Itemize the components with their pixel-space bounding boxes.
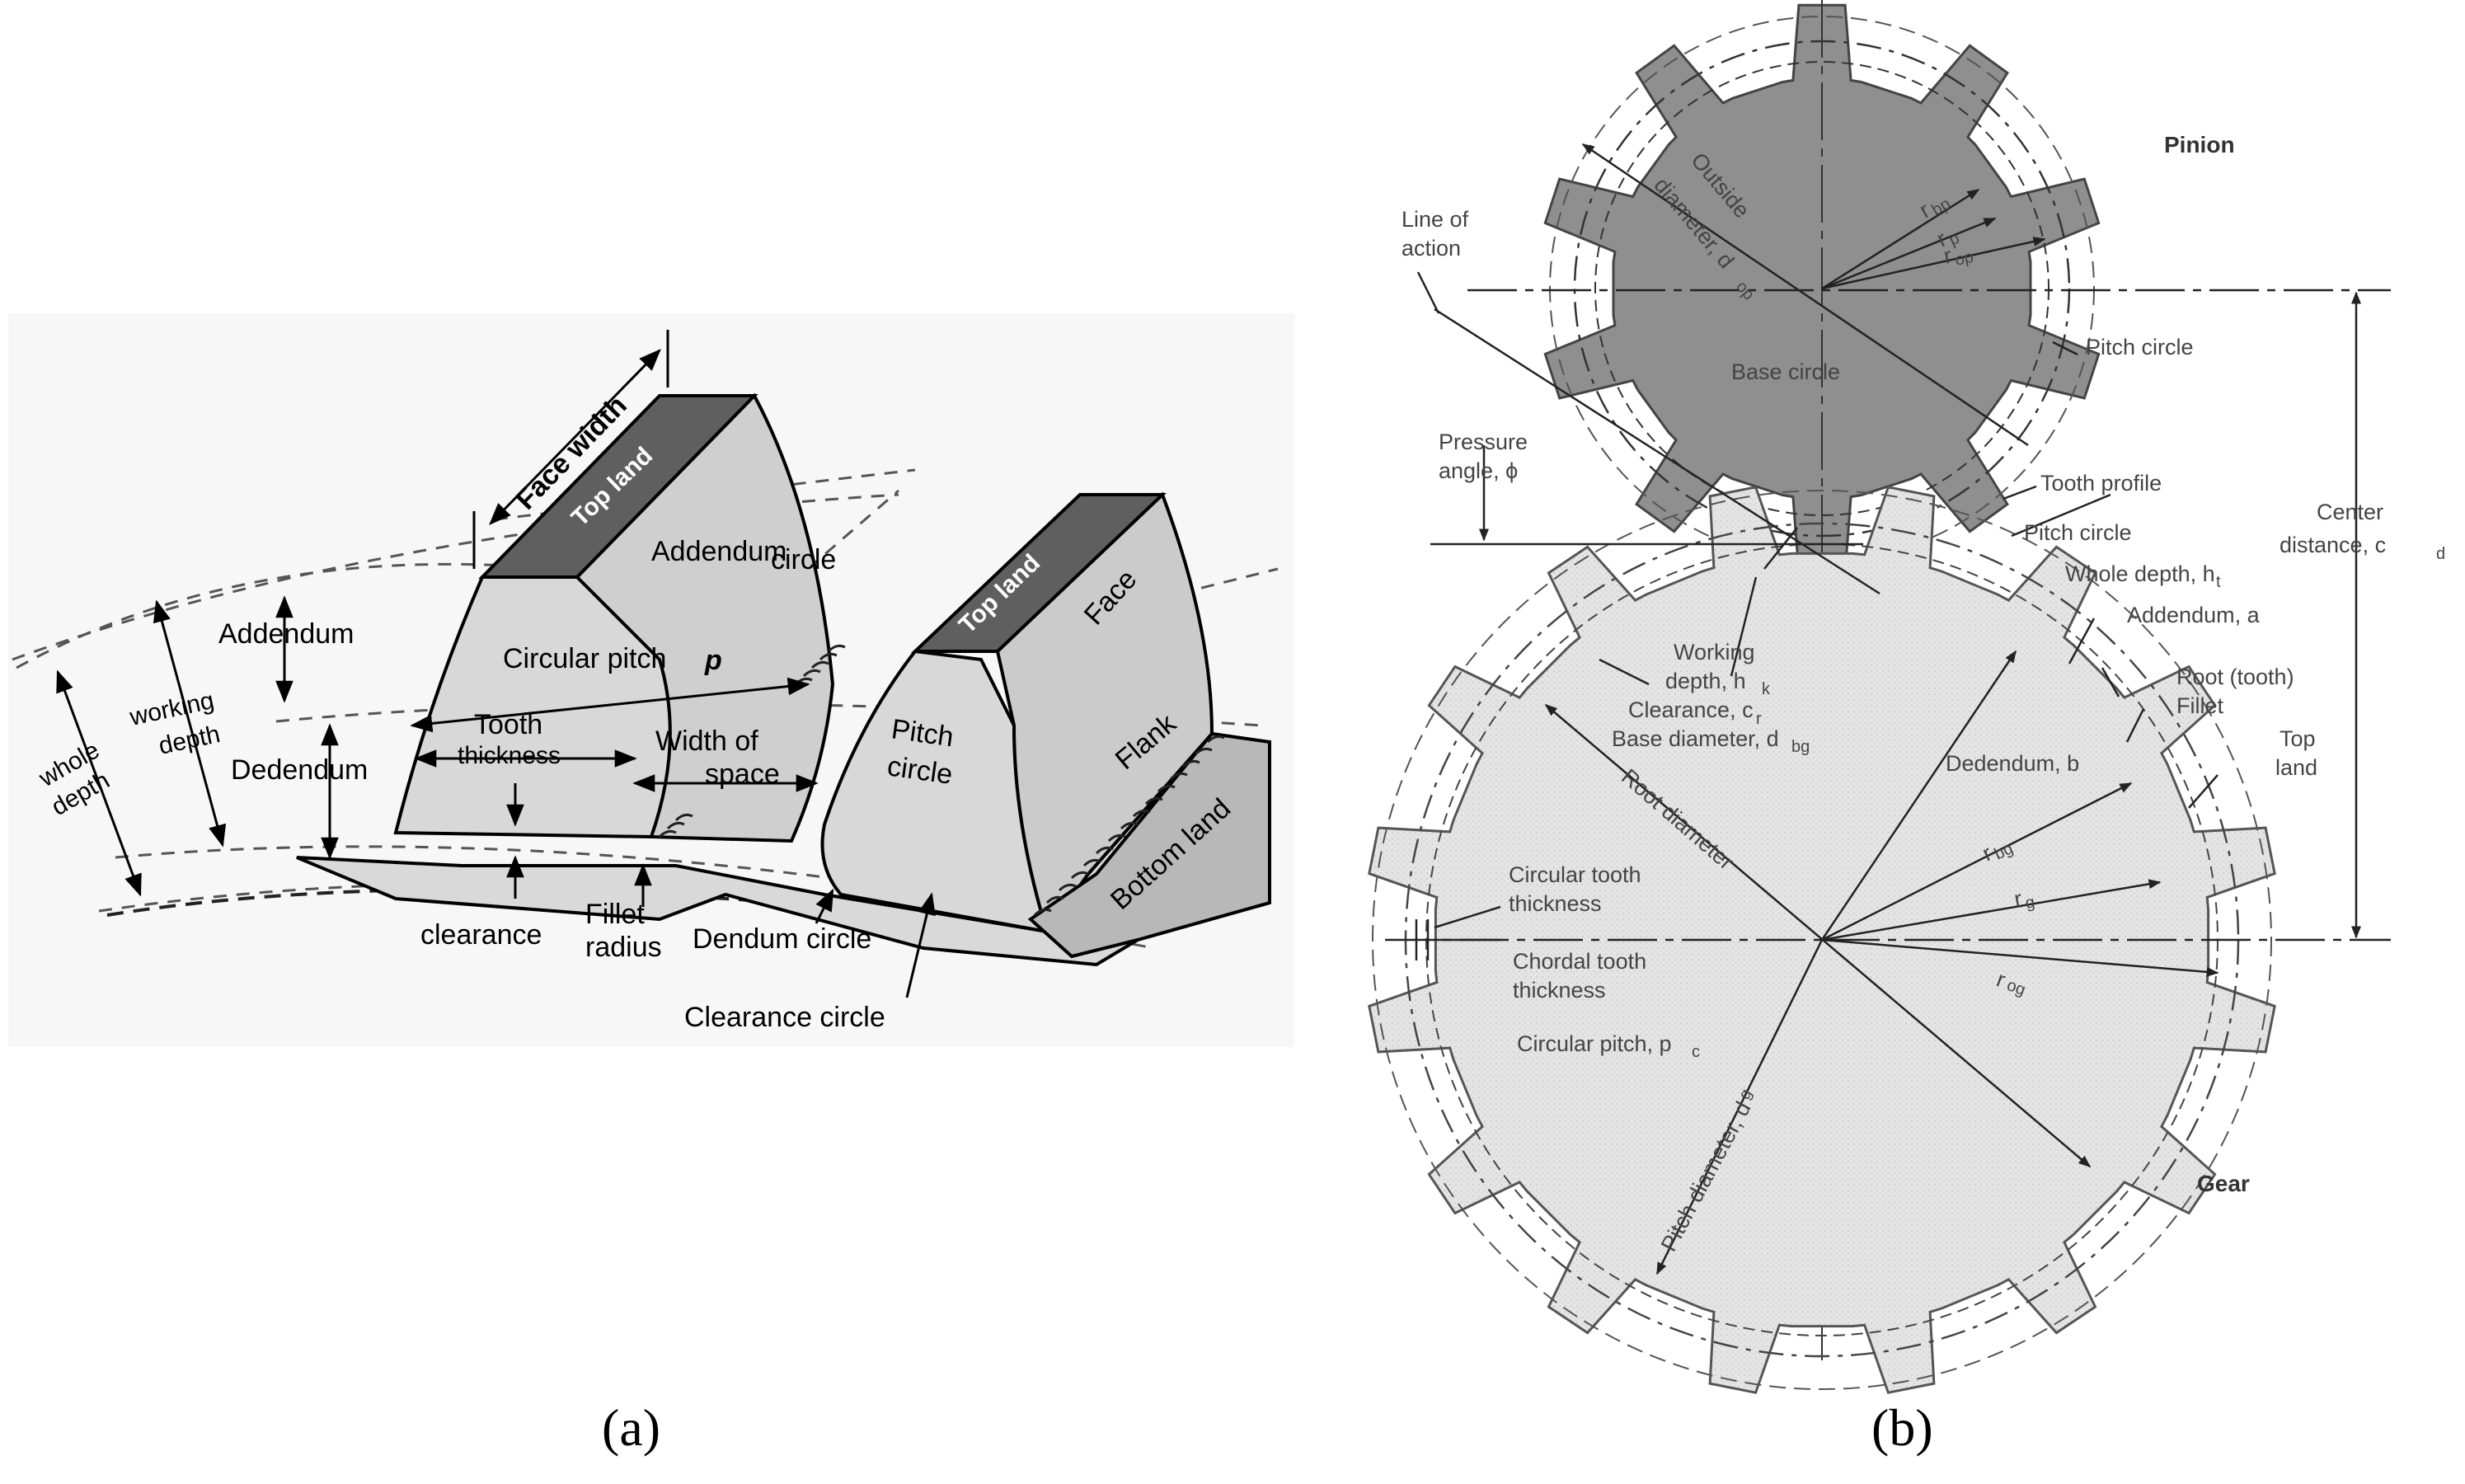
dedendum-circle-line: [115, 845, 1155, 933]
radius-rbp: [1821, 188, 1980, 290]
pitch-diameter-dim: [1655, 939, 1824, 1275]
label-addendum: Addendum, a: [2127, 603, 2261, 627]
label-circ-pitch: Circular pitch, p: [1517, 1031, 1672, 1056]
label-tooth-1: Tooth: [474, 709, 542, 740]
face-width-dim: [489, 349, 661, 525]
label-whole-depth: Whole depth, h: [2065, 561, 2215, 586]
label-circular-pitch: Circular pitch: [503, 643, 666, 674]
label-pitch-circle-1: Pitch circle: [2086, 335, 2194, 359]
label-chordal-2: thickness: [1513, 978, 1606, 1003]
label-rop-sub: op: [1953, 248, 1974, 270]
label-addendum: Addendum: [218, 618, 354, 650]
panel-a-caption: (a): [602, 1398, 661, 1457]
label-addendum-circle-1: Addendum: [651, 536, 786, 567]
whole-depth-dim: [56, 669, 142, 897]
label-circ-tooth-2: thickness: [1509, 891, 1602, 916]
tooth-2-top-land: [910, 493, 1167, 653]
face-dashed-line: [1178, 567, 1279, 595]
panel-b-dimension-lines: [1385, 143, 2391, 1275]
label-base-diam: Base diameter, d: [1612, 726, 1779, 751]
radius-rop: [1821, 237, 2046, 290]
label-pinion: Pinion: [2164, 132, 2235, 157]
label-center-1: Center: [2317, 500, 2383, 524]
label-clearance: clearance: [420, 919, 542, 951]
label-pressure-1: Pressure: [1439, 430, 1528, 454]
label-clearance: Clearance, c: [1628, 697, 1754, 722]
fillet-hatch-marks: [658, 644, 1225, 917]
label-top-1: Top: [2280, 726, 2316, 751]
flank-bottom-land-region: [1027, 731, 1271, 959]
label-tooth-2: thickness: [458, 742, 561, 769]
radius-rp: [1821, 217, 1997, 290]
panel-b-gear-mesh-diagram: Pinion Gear Line of action Outside diame…: [1368, 0, 2445, 1394]
label-whole-depth-sub: t: [2216, 573, 2221, 591]
label-working-sub: k: [1762, 680, 1771, 698]
dimension-lines: [56, 330, 936, 998]
label-working-2: depth, h: [1665, 669, 1746, 693]
label-width-1: Width of: [655, 726, 758, 757]
label-chordal-1: Chordal tooth: [1513, 949, 1646, 974]
label-fillet-1: Fillet: [585, 899, 645, 930]
label-clearance-circle: Clearance circle: [684, 1002, 885, 1033]
label-fillet-2: radius: [585, 932, 662, 963]
line-of-action: [1434, 308, 1880, 595]
panel-b-caption: (b): [1871, 1398, 1933, 1457]
label-width-2: space: [705, 758, 780, 790]
panel-a-gear-tooth-diagram: Face width Top land Addendum circle Top …: [8, 313, 1294, 1047]
label-root-2: Fillet: [2176, 693, 2224, 718]
circular-pitch-dim: [410, 677, 810, 733]
label-top-2: land: [2275, 755, 2317, 780]
label-pressure-2: angle, ϕ: [1439, 458, 1518, 483]
label-clearance-sub: r: [1756, 710, 1762, 728]
label-center-2: distance, c: [2280, 533, 2386, 557]
label-circ-tooth-1: Circular tooth: [1509, 862, 1641, 887]
label-dendum-circle: Dendum circle: [693, 923, 871, 955]
label-gear: Gear: [2197, 1171, 2250, 1196]
upper-dashed-line: [807, 489, 899, 571]
label-tooth-profile: Tooth profile: [2040, 471, 2162, 495]
label-line-of-action-2: action: [1402, 236, 1461, 261]
gear-outside-circle: [1372, 490, 2272, 1390]
label-circ-pitch-sub: c: [1692, 1043, 1700, 1061]
label-dedendum: Dedendum, b: [1946, 751, 2079, 776]
working-depth-dim: [153, 599, 227, 848]
line-of-action-pointer: [1416, 271, 1440, 314]
label-working-1: Working: [1674, 640, 1755, 665]
label-base-circle: Base circle: [1731, 359, 1840, 384]
label-rg-sub: g: [2024, 893, 2036, 913]
label-root-1: Root (tooth): [2176, 665, 2294, 689]
label-line-of-action-1: Line of: [1402, 207, 1469, 232]
label-circular-pitch-p: p: [704, 645, 722, 676]
label-addendum-circle-2: circle: [771, 544, 836, 575]
label-base-diam-sub: bg: [1791, 738, 1810, 756]
pinion-outside-diam: [1581, 143, 2029, 447]
label-center-sub: d: [2436, 545, 2445, 563]
root-diameter-dim: [1544, 704, 2092, 1167]
label-pitch-circle-2: Pitch circle: [2024, 520, 2132, 545]
label-dedendum: Dedendum: [231, 754, 368, 786]
